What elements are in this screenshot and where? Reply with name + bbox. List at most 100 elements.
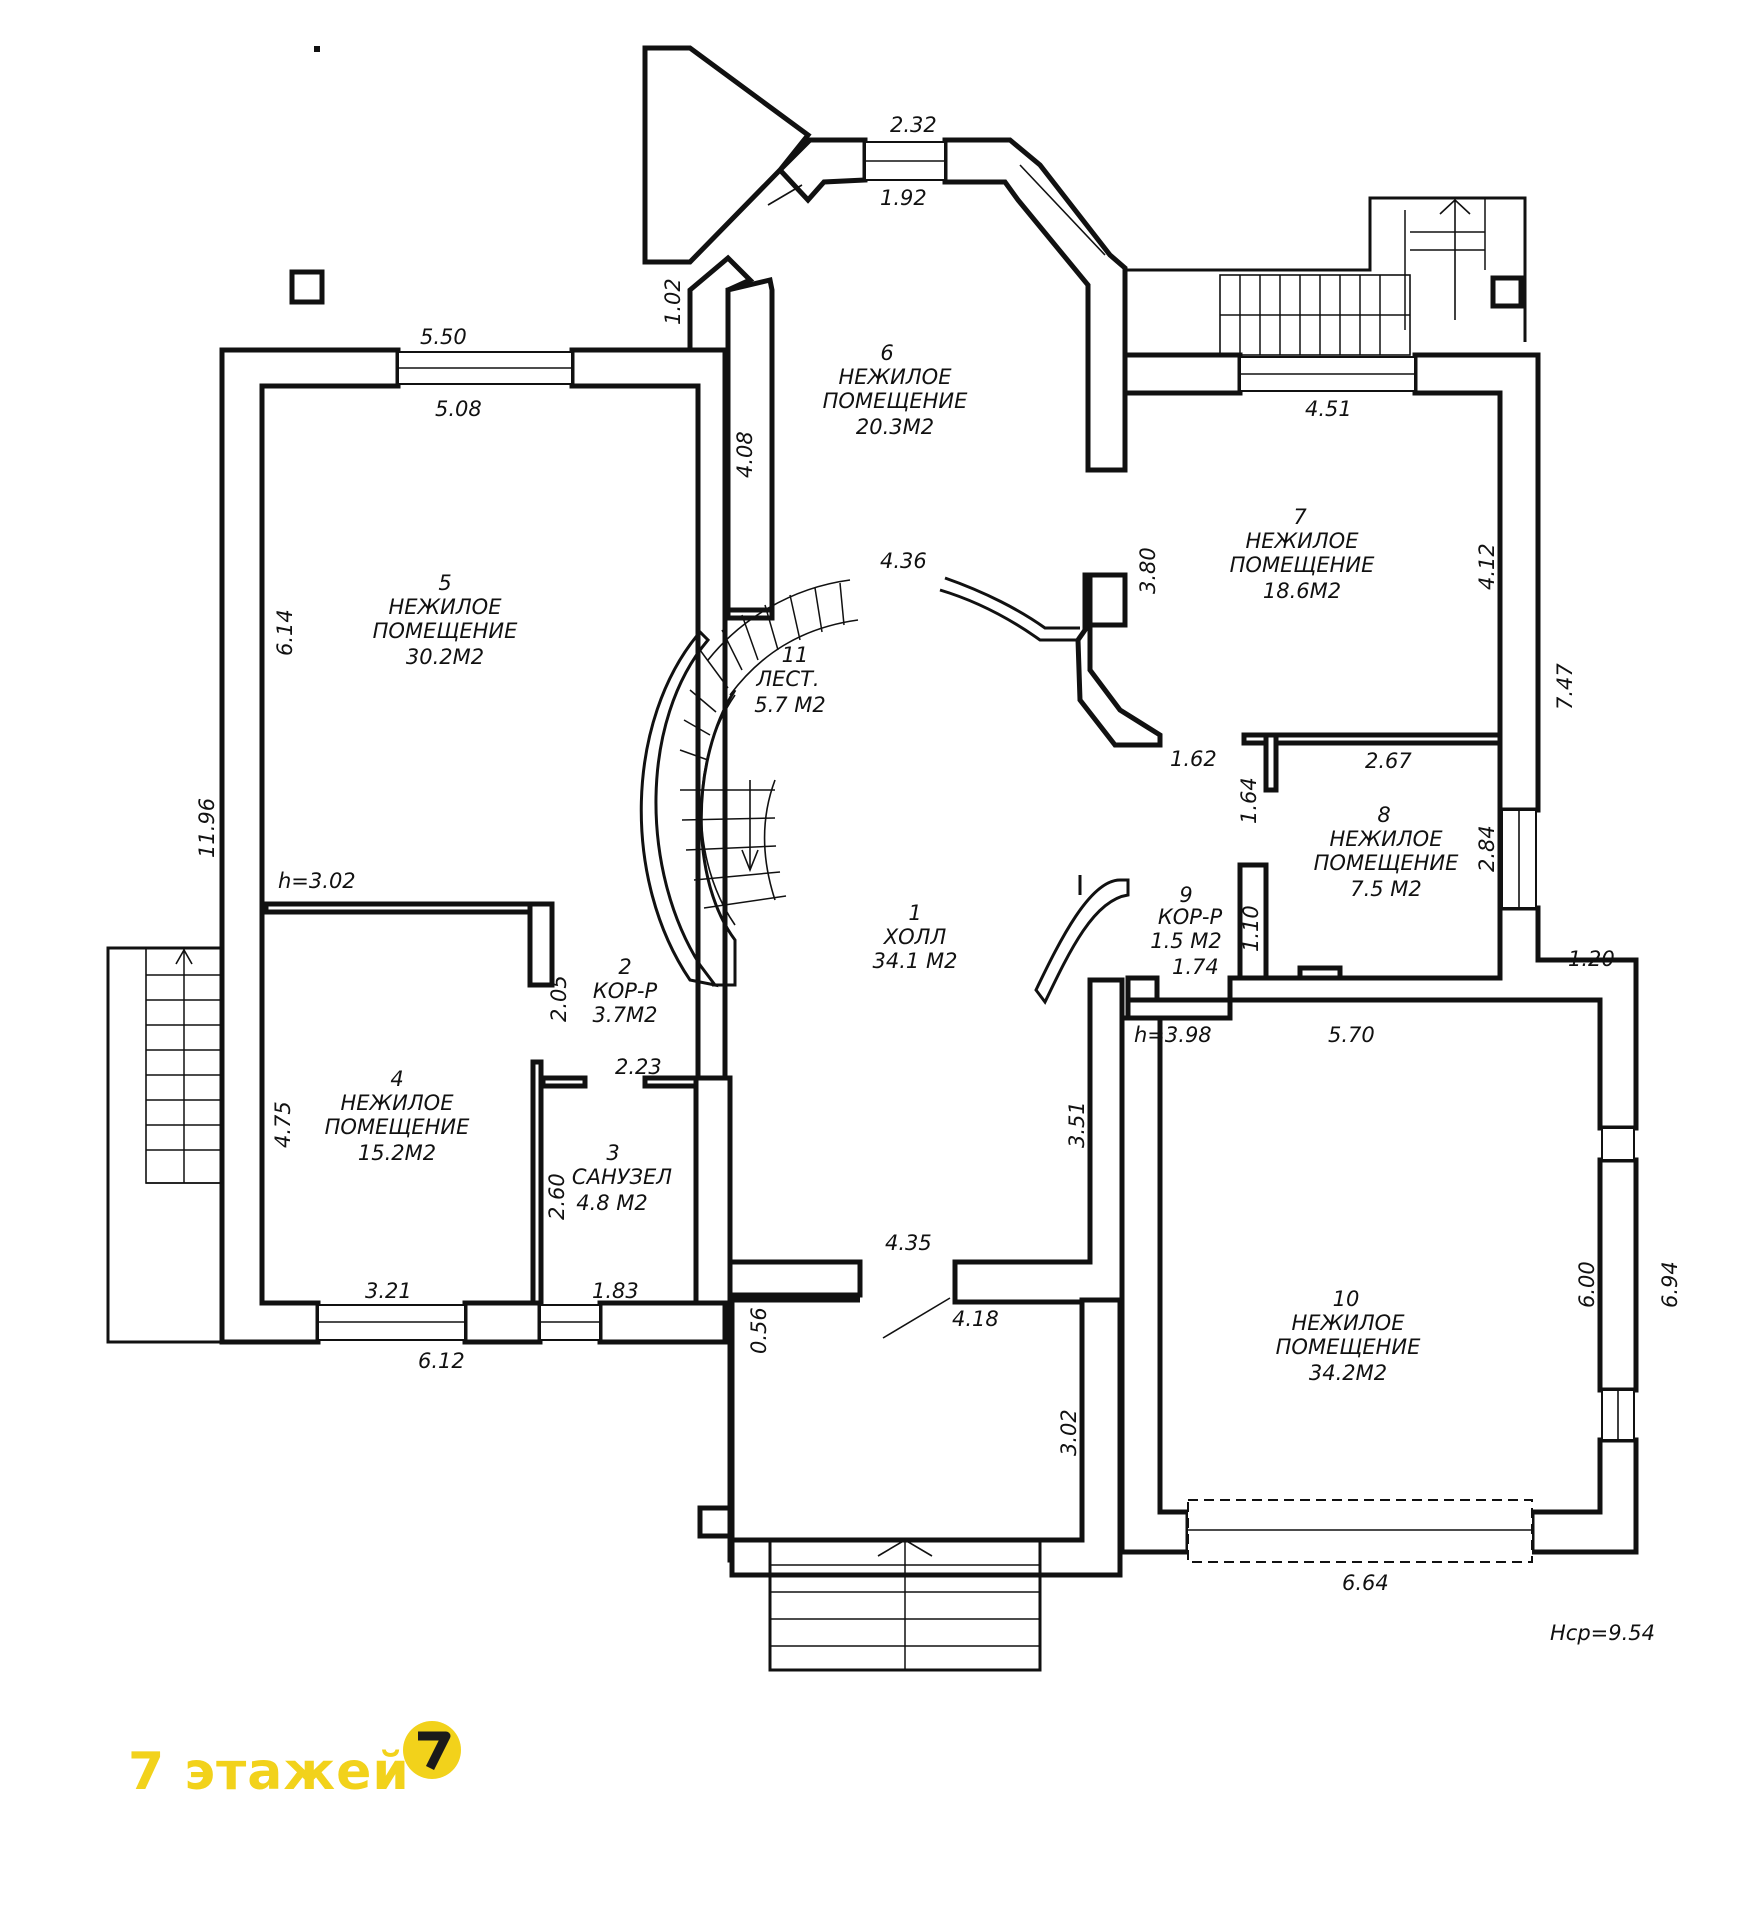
svg-text:3: 3 bbox=[606, 1141, 619, 1165]
dim-r7-left: 3.80 bbox=[1136, 547, 1160, 594]
svg-text:15.2М2: 15.2М2 bbox=[358, 1141, 436, 1165]
dim-r5-top-outer: 5.50 bbox=[420, 325, 467, 349]
dot-marker bbox=[314, 46, 320, 52]
dimension-labels: 2.32 1.92 1.02 5.50 5.08 4.08 4.51 6.14 … bbox=[195, 113, 1682, 1645]
room-11: 11 ЛЕСТ. 5.7 М2 bbox=[754, 643, 826, 717]
room-4: 4 НЕЖИЛОЕ ПОМЕЩЕНИЕ 15.2М2 bbox=[325, 1067, 470, 1165]
dim-left-total: 11.96 bbox=[195, 798, 219, 858]
svg-text:1.5 М2: 1.5 М2 bbox=[1150, 929, 1222, 953]
svg-text:11: 11 bbox=[782, 643, 809, 667]
svg-text:10: 10 bbox=[1333, 1287, 1360, 1311]
dim-r8-right: 2.84 bbox=[1475, 825, 1499, 872]
entry-stairs bbox=[697, 1505, 1042, 1672]
windows bbox=[317, 141, 1635, 1563]
dim-r4-bottom: 3.21 bbox=[365, 1279, 412, 1303]
svg-text:КОР-Р: КОР-Р bbox=[1158, 905, 1223, 929]
room-8: 8 НЕЖИЛОЕ ПОМЕЩЕНИЕ 7.5 М2 bbox=[1314, 803, 1459, 901]
svg-text:НЕЖИЛОЕ: НЕЖИЛОЕ bbox=[1246, 529, 1360, 553]
svg-text:8: 8 bbox=[1377, 803, 1390, 827]
svg-text:НЕЖИЛОЕ: НЕЖИЛОЕ bbox=[341, 1091, 455, 1115]
spiral-staircase bbox=[639, 579, 859, 988]
svg-text:ХОЛЛ: ХОЛЛ bbox=[883, 925, 947, 949]
svg-text:20.3М2: 20.3М2 bbox=[856, 415, 934, 439]
dim-hall-bottom: 4.35 bbox=[885, 1231, 932, 1255]
dim-r7-right: 4.12 bbox=[1475, 543, 1499, 590]
dim-r10-total: 6.94 bbox=[1658, 1261, 1682, 1308]
room-9: 9 КОР-Р 1.5 М2 bbox=[1150, 883, 1222, 953]
column-marker bbox=[289, 269, 325, 305]
svg-text:1: 1 bbox=[908, 901, 921, 925]
door-swing-top bbox=[767, 184, 803, 206]
brand-watermark: 7 этажей bbox=[128, 1742, 410, 1802]
svg-text:18.6М2: 18.6М2 bbox=[1263, 579, 1341, 603]
svg-text:4: 4 bbox=[390, 1067, 403, 1091]
dim-r6-side: 4.08 bbox=[733, 431, 757, 478]
svg-text:ПОМЕЩЕНИЕ: ПОМЕЩЕНИЕ bbox=[1276, 1335, 1421, 1359]
svg-text:НЕЖИЛОЕ: НЕЖИЛОЕ bbox=[1292, 1311, 1406, 1335]
rear-stairs bbox=[1125, 196, 1527, 356]
svg-text:4.8 М2: 4.8 М2 bbox=[576, 1191, 648, 1215]
room-5: 5 НЕЖИЛОЕ ПОМЕЩЕНИЕ 30.2М2 bbox=[373, 571, 518, 669]
dim-r5-side: 6.14 bbox=[273, 609, 297, 656]
dim-r8-top: 2.67 bbox=[1365, 749, 1412, 773]
svg-text:САНУЗЕЛ: САНУЗЕЛ bbox=[572, 1165, 672, 1189]
room-1: 1 ХОЛЛ 34.1 М2 bbox=[873, 901, 958, 973]
svg-text:ПОМЕЩЕНИЕ: ПОМЕЩЕНИЕ bbox=[1230, 553, 1375, 577]
room-10: 10 НЕЖИЛОЕ ПОМЕЩЕНИЕ 34.2М2 bbox=[1276, 1287, 1421, 1385]
brand-logo-icon bbox=[403, 1721, 461, 1779]
dim-r7-top: 4.51 bbox=[1305, 397, 1352, 421]
dim-right-total: 7.47 bbox=[1553, 663, 1577, 710]
dim-top-window-inner: 1.92 bbox=[880, 186, 927, 210]
dim-r9-h: 1.10 bbox=[1239, 905, 1263, 952]
svg-text:НЕЖИЛОЕ: НЕЖИЛОЕ bbox=[839, 365, 953, 389]
svg-text:ПОМЕЩЕНИЕ: ПОМЕЩЕНИЕ bbox=[1314, 851, 1459, 875]
room-7: 7 НЕЖИЛОЕ ПОМЕЩЕНИЕ 18.6М2 bbox=[1230, 505, 1375, 603]
svg-text:9: 9 bbox=[1179, 883, 1192, 907]
dim-left-bottom: 6.12 bbox=[418, 1349, 465, 1373]
svg-text:НЕЖИЛОЕ: НЕЖИЛОЕ bbox=[389, 595, 503, 619]
svg-text:6: 6 bbox=[880, 341, 893, 365]
dim-top-window-outer: 2.32 bbox=[890, 113, 937, 137]
room-labels: 1 ХОЛЛ 34.1 М2 2 КОР-Р 3.7М2 3 САНУЗЕЛ 4… bbox=[325, 341, 1459, 1385]
svg-text:34.2М2: 34.2М2 bbox=[1309, 1361, 1387, 1385]
svg-text:5.7 М2: 5.7 М2 bbox=[754, 693, 826, 717]
dim-entry-w: 4.18 bbox=[952, 1307, 999, 1331]
svg-text:34.1 М2: 34.1 М2 bbox=[873, 949, 958, 973]
svg-text:30.2М2: 30.2М2 bbox=[406, 645, 484, 669]
dim-corr-w: 1.62 bbox=[1170, 747, 1217, 771]
dim-bath-top: 2.23 bbox=[615, 1055, 662, 1079]
dim-bath-side: 2.60 bbox=[545, 1173, 569, 1220]
svg-text:ПОМЕЩЕНИЕ: ПОМЕЩЕНИЕ bbox=[823, 389, 968, 413]
left-porch-stairs bbox=[106, 946, 224, 1344]
room-2: 2 КОР-Р 3.7М2 bbox=[593, 955, 658, 1027]
dim-r10-side: 6.00 bbox=[1575, 1261, 1599, 1308]
svg-text:ПОМЕЩЕНИЕ: ПОМЕЩЕНИЕ bbox=[373, 619, 518, 643]
svg-text:2: 2 bbox=[618, 955, 631, 979]
door-swing bbox=[882, 1297, 951, 1339]
dim-hall-arc: 4.36 bbox=[880, 549, 927, 573]
dim-entry-depth: 3.02 bbox=[1057, 1409, 1081, 1456]
svg-text:7.5 М2: 7.5 М2 bbox=[1350, 877, 1422, 901]
dim-corr2: 2.05 bbox=[547, 975, 571, 1022]
dim-r5-top-inner: 5.08 bbox=[435, 397, 482, 421]
h-average: Нср=9.54 bbox=[1550, 1621, 1655, 1645]
dim-r10-bottom: 6.64 bbox=[1342, 1571, 1389, 1595]
dim-bay-side: 1.02 bbox=[661, 278, 685, 325]
dim-r10-top: 5.70 bbox=[1328, 1023, 1375, 1047]
h-right: h=3.98 bbox=[1134, 1023, 1212, 1047]
svg-text:3.7М2: 3.7М2 bbox=[593, 1003, 658, 1027]
svg-text:НЕЖИЛОЕ: НЕЖИЛОЕ bbox=[1330, 827, 1444, 851]
dim-hall-right: 3.51 bbox=[1065, 1101, 1089, 1148]
dim-bath-bottom: 1.83 bbox=[592, 1279, 639, 1303]
walls bbox=[219, 45, 1639, 1578]
dim-r4-side: 4.75 bbox=[271, 1101, 295, 1148]
svg-text:ПОМЕЩЕНИЕ: ПОМЕЩЕНИЕ bbox=[325, 1115, 470, 1139]
room-6: 6 НЕЖИЛОЕ ПОМЕЩЕНИЕ 20.3М2 bbox=[823, 341, 968, 439]
dim-entry-side: 0.56 bbox=[747, 1307, 771, 1354]
dim-r9-w: 1.74 bbox=[1172, 955, 1219, 979]
hall-arcs bbox=[939, 576, 1130, 1005]
svg-text:ЛЕСТ.: ЛЕСТ. bbox=[755, 667, 819, 691]
h-left: h=3.02 bbox=[278, 869, 356, 893]
svg-text:7: 7 bbox=[1293, 505, 1307, 529]
